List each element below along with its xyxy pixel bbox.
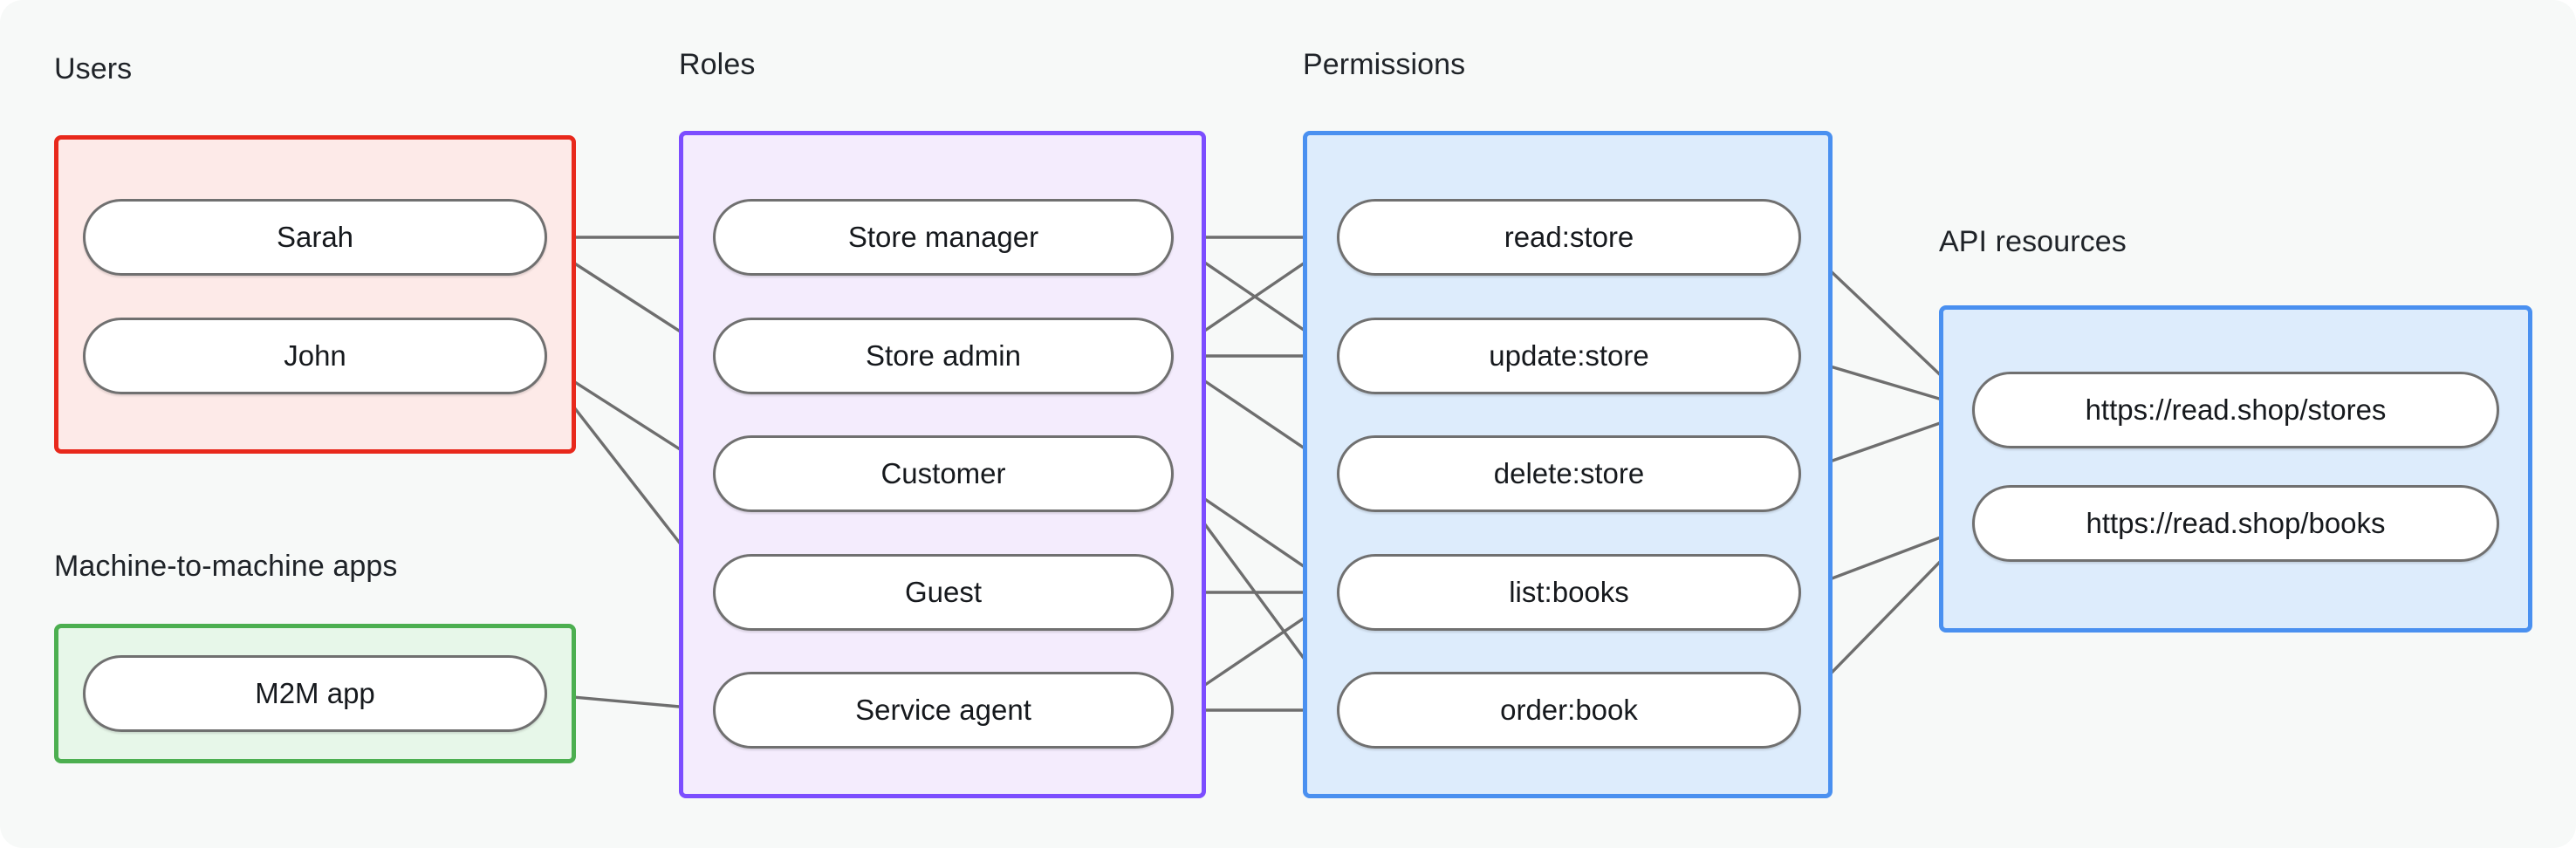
node-role-guest[interactable]: Guest bbox=[713, 554, 1174, 631]
node-role-service-agent[interactable]: Service agent bbox=[713, 672, 1174, 749]
node-label: Customer bbox=[880, 457, 1006, 489]
node-label: read:store bbox=[1504, 221, 1634, 253]
node-permission-read-store[interactable]: read:store bbox=[1337, 199, 1801, 276]
node-label: https://read.shop/books bbox=[2086, 507, 2386, 539]
node-permission-order-book[interactable]: order:book bbox=[1337, 672, 1801, 749]
group-api-resources bbox=[1939, 305, 2532, 633]
group-label-api-resources: API resources bbox=[1939, 225, 2127, 258]
node-label: delete:store bbox=[1493, 457, 1645, 489]
node-label: order:book bbox=[1500, 694, 1638, 726]
node-label: Store manager bbox=[847, 221, 1039, 253]
node-api-resource-stores[interactable]: https://read.shop/stores bbox=[1972, 372, 2499, 448]
node-role-customer[interactable]: Customer bbox=[713, 435, 1174, 512]
node-role-store-manager[interactable]: Store manager bbox=[713, 199, 1174, 276]
node-label: list:books bbox=[1509, 576, 1629, 608]
group-users bbox=[54, 135, 576, 454]
group-label-m2m: Machine-to-machine apps bbox=[54, 550, 398, 583]
node-permission-list-books[interactable]: list:books bbox=[1337, 554, 1801, 631]
node-permission-update-store[interactable]: update:store bbox=[1337, 318, 1801, 394]
node-label: update:store bbox=[1489, 339, 1649, 372]
group-label-permissions: Permissions bbox=[1303, 48, 1466, 81]
node-label: Guest bbox=[904, 576, 983, 608]
node-label: Sarah bbox=[276, 221, 354, 253]
node-label: John bbox=[284, 339, 346, 372]
node-label: Store admin bbox=[866, 339, 1021, 372]
group-label-users: Users bbox=[54, 52, 133, 85]
node-api-resource-books[interactable]: https://read.shop/books bbox=[1972, 485, 2499, 562]
node-label: M2M app bbox=[255, 677, 375, 709]
node-m2m-app[interactable]: M2M app bbox=[83, 655, 547, 732]
node-user-sarah[interactable]: Sarah bbox=[83, 199, 547, 276]
node-user-john[interactable]: John bbox=[83, 318, 547, 394]
group-label-roles: Roles bbox=[679, 48, 756, 81]
node-role-store-admin[interactable]: Store admin bbox=[713, 318, 1174, 394]
node-permission-delete-store[interactable]: delete:store bbox=[1337, 435, 1801, 512]
node-label: Service agent bbox=[855, 694, 1031, 726]
node-label: https://read.shop/stores bbox=[2085, 393, 2387, 426]
